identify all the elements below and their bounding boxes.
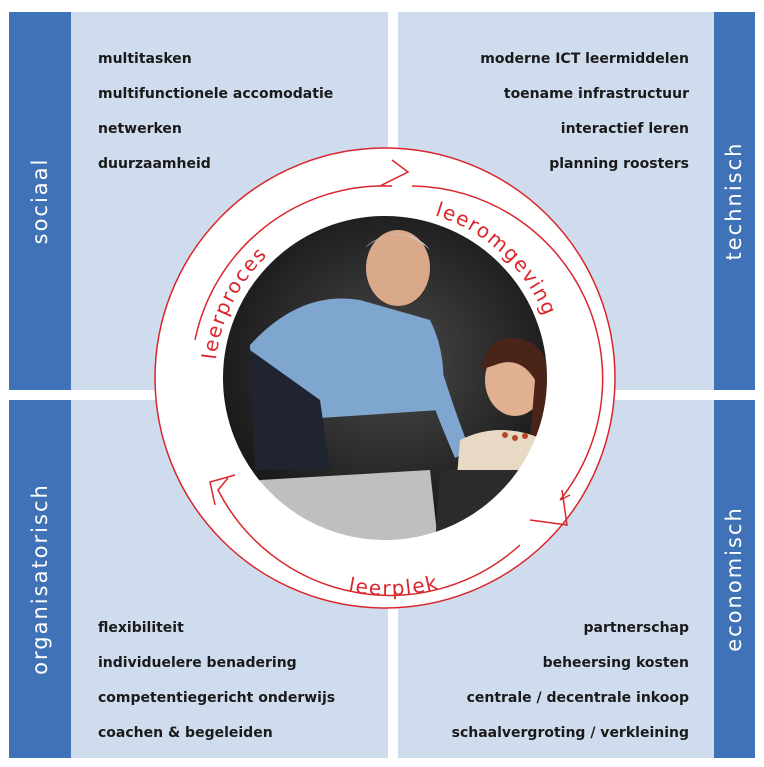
list-economisch: partnerschap beheersing kosten centrale … — [452, 611, 689, 751]
list-item: multifunctionele accomodatie — [98, 86, 334, 102]
side-bar-sociaal: sociaal — [9, 12, 71, 390]
list-item: centrale / decentrale inkoop — [466, 690, 689, 706]
list-item: netwerken — [98, 121, 182, 137]
list-item: schaalvergroting / verkleining — [451, 725, 689, 741]
list-item: multitasken — [98, 51, 192, 67]
list-item: competentiegericht onderwijs — [98, 690, 336, 706]
list-item: flexibiliteit — [98, 620, 184, 636]
list-organisatorisch: flexibiliteit individuelere benadering c… — [98, 611, 335, 751]
list-item: individuelere benadering — [98, 655, 297, 671]
list-item: partnerschap — [583, 620, 690, 636]
cycle-arrows — [194, 159, 604, 597]
list-technisch: moderne ICT leermiddelen toename infrast… — [480, 42, 689, 182]
list-item: planning roosters — [549, 156, 689, 172]
list-item: beheersing kosten — [542, 655, 689, 671]
side-bar-economisch: economisch — [714, 400, 755, 758]
list-item: interactief leren — [560, 121, 689, 137]
list-sociaal: multitasken multifunctionele accomodatie… — [98, 42, 333, 182]
side-bar-organisatorisch: organisatorisch — [9, 400, 71, 758]
list-item: duurzaamheid — [98, 156, 211, 172]
arrow-leeromgeving — [411, 185, 604, 501]
list-item: moderne ICT leermiddelen — [480, 51, 689, 67]
side-bar-technisch: technisch — [714, 12, 755, 390]
list-item: coachen & begeleiden — [98, 725, 273, 741]
arrow-leerplek — [217, 477, 521, 597]
list-item: toename infrastructuur — [503, 86, 689, 102]
arrow-leerproces — [194, 185, 393, 341]
